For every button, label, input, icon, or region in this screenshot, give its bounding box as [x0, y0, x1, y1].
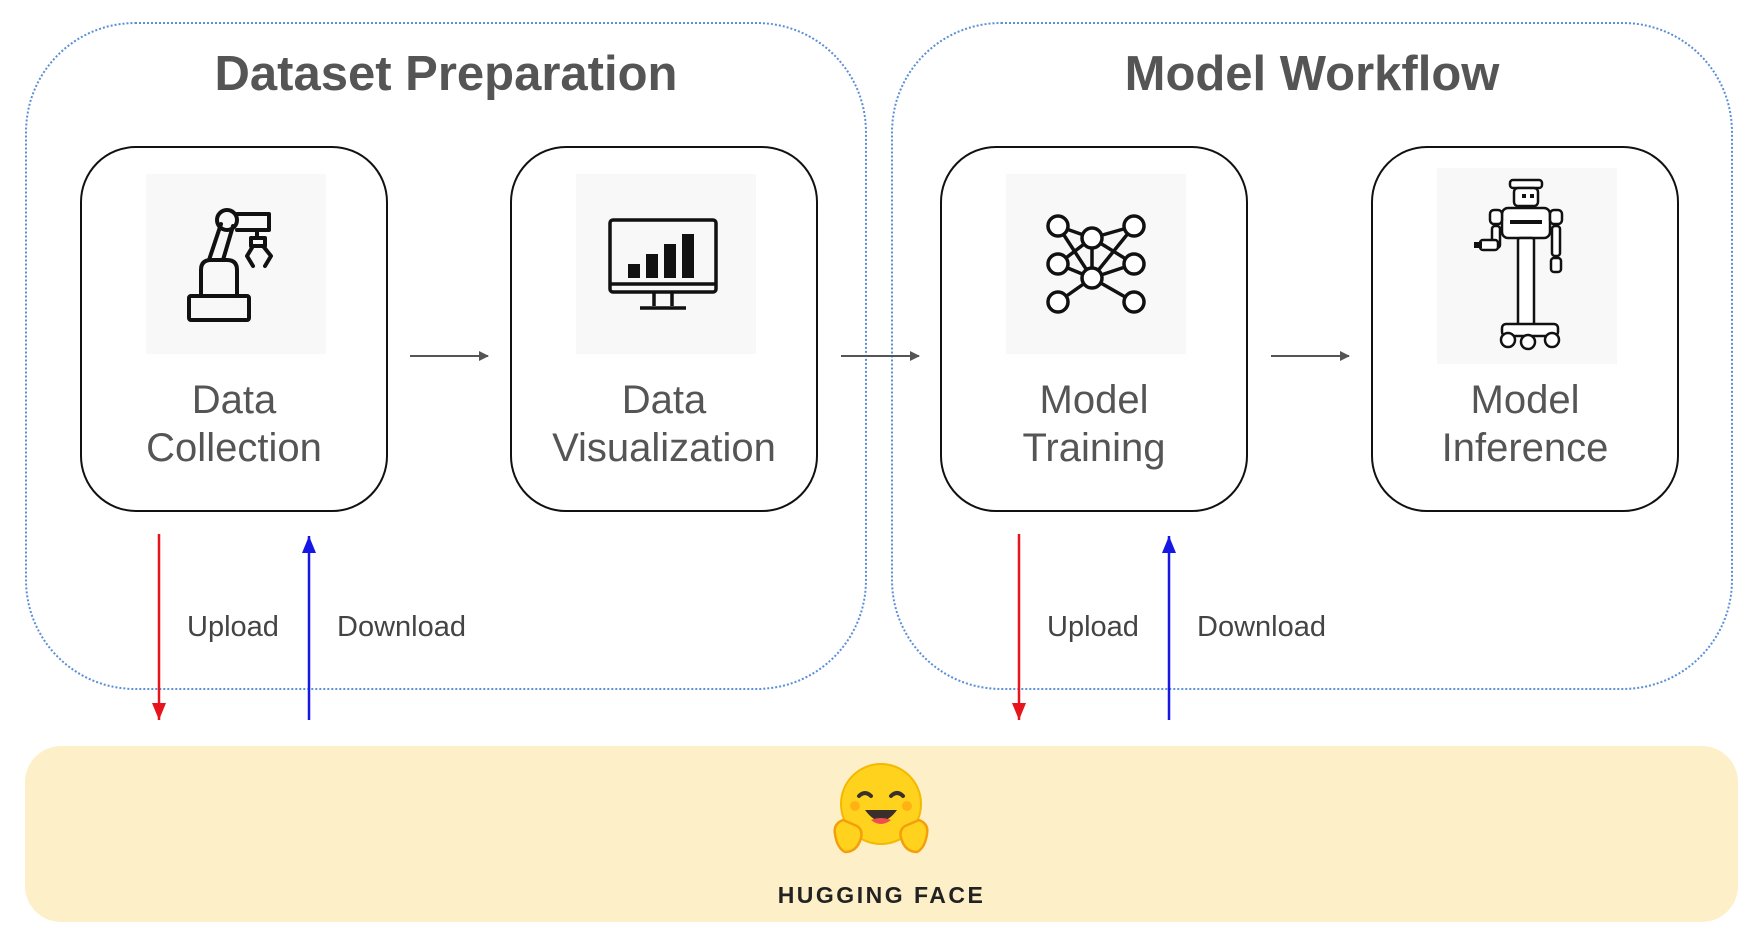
- data-visualization-card: Data Visualization: [510, 146, 818, 512]
- hugging-face-hub: HUGGING FACE: [25, 746, 1738, 922]
- data-collection-label-line2: Collection: [146, 426, 322, 470]
- data-visualization-label-line1: Data: [621, 378, 707, 422]
- neural-network-icon: [1006, 174, 1186, 354]
- dataset-preparation-title: Dataset Preparation: [214, 47, 678, 101]
- humanoid-robot-icon: [1437, 168, 1617, 364]
- model-upload-label: Upload: [1047, 611, 1139, 643]
- hugging-face-name: HUGGING FACE: [777, 882, 986, 908]
- dataset-download-label: Download: [337, 611, 466, 643]
- model-inference-card: Model Inference: [1371, 146, 1679, 512]
- hugging-face-logo: [831, 760, 931, 860]
- dataset-upload-arrowhead: [152, 703, 166, 720]
- model-training-label-line2: Training: [1022, 426, 1166, 470]
- model-inference-label: Model Inference: [1373, 376, 1677, 472]
- model-download-label: Download: [1197, 611, 1326, 643]
- robot-arm-icon: [146, 174, 326, 354]
- dataset-upload-label: Upload: [187, 611, 279, 643]
- data-collection-card: Data Collection: [80, 146, 388, 512]
- bar-chart-monitor-icon: [576, 174, 756, 354]
- model-training-label: Model Training: [942, 376, 1246, 472]
- model-training-label-line1: Model: [1039, 378, 1149, 422]
- dataset-preparation-group: Dataset Preparation: [25, 22, 867, 690]
- data-visualization-label: Data Visualization: [512, 376, 816, 472]
- model-upload-arrowhead: [1012, 703, 1026, 720]
- data-collection-label-line1: Data: [191, 378, 277, 422]
- data-collection-label: Data Collection: [82, 376, 386, 472]
- model-workflow-title: Model Workflow: [1124, 47, 1500, 101]
- data-visualization-label-line2: Visualization: [552, 426, 776, 470]
- model-inference-label-line2: Inference: [1441, 426, 1609, 470]
- model-inference-label-line1: Model: [1470, 378, 1580, 422]
- model-training-card: Model Training: [940, 146, 1248, 512]
